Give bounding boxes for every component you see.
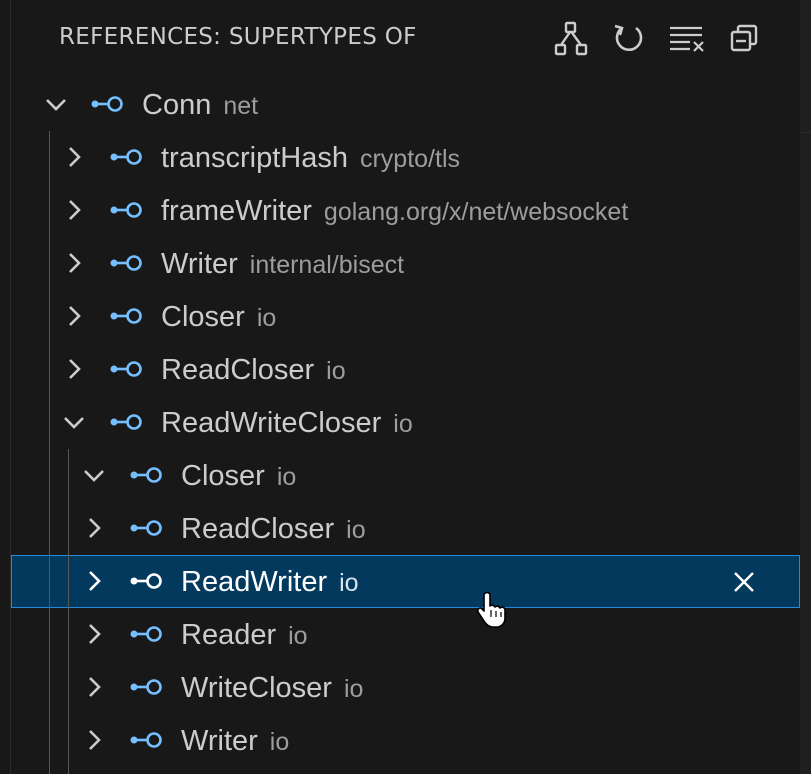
tree-item-label: ReadCloser io [181,513,366,546]
tree-row[interactable]: Closer io [11,290,800,343]
tree-item-label: Reader io [181,619,308,652]
symbol-name: Conn [142,89,212,121]
editor-edge-divider [800,132,811,133]
hand-cursor-icon [477,591,506,628]
interface-icon [130,732,162,748]
tree-item-label: WriteCloser io [181,672,363,705]
symbol-name: Closer [161,301,245,333]
panel-header: REFERENCES: SUPERTYPES OF [11,0,800,78]
tree-item-label: Writer io [181,725,289,758]
tree-item-label: Closer io [181,460,296,493]
left-edge [0,0,11,774]
close-icon [734,572,754,592]
symbol-package: io [346,516,366,544]
collapse-all-icon [730,24,758,52]
symbol-package: golang.org/x/net/websocket [323,198,629,226]
tree-item-label: ReadWriteCloser io [161,407,413,440]
interface-icon [130,626,162,642]
interface-icon [130,573,162,589]
symbol-package: io [326,357,346,385]
interface-icon [110,414,142,430]
symbol-name: Reader [181,619,277,651]
tree-item-label: Closer io [161,301,276,334]
tree-row[interactable]: Writer internal/bisect [11,237,800,290]
chevron-down-icon[interactable] [81,462,107,488]
dismiss-button[interactable] [729,567,759,597]
symbol-package: crypto/tls [359,145,460,173]
chevron-right-icon[interactable] [81,568,107,594]
tree-row[interactable]: Closer io [11,449,800,502]
type-hierarchy-button[interactable] [551,18,591,58]
symbol-package: io [339,569,359,597]
editor-edge [800,0,811,774]
chevron-down-icon[interactable] [61,409,87,435]
symbol-package: net [223,92,259,120]
symbol-package: io [288,622,308,650]
tree-row[interactable]: frameWriter golang.org/x/net/websocket [11,184,800,237]
interface-icon [110,202,142,218]
symbol-package: io [269,728,290,756]
interface-icon [91,96,123,112]
indent-guide [49,131,50,774]
tree-row[interactable]: ReadCloser io [11,343,800,396]
interface-icon [110,308,142,324]
clear-button[interactable] [667,18,707,58]
symbol-name: ReadWriter [181,566,328,598]
symbol-package: internal/bisect [249,251,405,279]
chevron-right-icon[interactable] [61,144,87,170]
interface-icon [130,520,162,536]
panel-title: REFERENCES: SUPERTYPES OF [59,24,417,50]
type-hierarchy-icon [554,21,588,56]
tree-row[interactable]: transcriptHash crypto/tls [11,131,800,184]
symbol-name: Writer [161,248,238,280]
symbol-name: frameWriter [161,195,312,227]
chevron-right-icon[interactable] [61,303,87,329]
interface-icon [130,679,162,695]
tree-item-label: ReadCloser io [161,354,346,387]
chevron-right-icon[interactable] [61,197,87,223]
interface-icon [110,255,142,271]
chevron-right-icon[interactable] [61,250,87,276]
symbol-name: transcriptHash [161,142,348,174]
tree-item-label: transcriptHash crypto/tls [161,142,460,175]
tree-row[interactable]: Writer io [11,714,800,767]
interface-icon [110,361,142,377]
tree-row[interactable]: ReadCloser io [11,502,800,555]
references-panel: REFERENCES: SUPERTYPES OF [11,0,800,774]
symbol-name: Closer [181,460,265,492]
refresh-button[interactable] [609,18,649,58]
indent-guide [68,449,69,774]
chevron-right-icon[interactable] [81,674,107,700]
symbol-package: io [393,410,413,438]
tree-row[interactable]: ReadWriteCloser io [11,396,800,449]
tree-item-label: frameWriter golang.org/x/net/websocket [161,195,628,228]
refresh-icon [614,24,643,51]
symbol-package: io [256,304,277,332]
chevron-down-icon[interactable] [43,91,69,117]
tree-row[interactable]: WriteCloser io [11,661,800,714]
tree-row-selected[interactable]: ReadWriter io [11,555,800,608]
symbol-name: WriteCloser [181,672,332,704]
clear-all-icon [670,26,704,52]
symbol-name: ReadWriteCloser [161,407,382,439]
collapse-all-button[interactable] [725,18,765,58]
interface-icon [130,467,162,483]
symbol-package: io [276,463,297,491]
interface-icon [110,149,142,165]
tree-item-label: Writer internal/bisect [161,248,404,281]
symbol-name: ReadCloser [161,354,315,386]
chevron-right-icon[interactable] [61,356,87,382]
chevron-right-icon[interactable] [81,621,107,647]
tree-item-label: ReadWriter io [181,566,359,599]
chevron-right-icon[interactable] [81,515,107,541]
symbol-package: io [343,675,364,703]
symbol-name: ReadCloser [181,513,335,545]
tree-row[interactable]: Reader io [11,608,800,661]
chevron-right-icon[interactable] [81,727,107,753]
symbol-name: Writer [181,725,258,757]
